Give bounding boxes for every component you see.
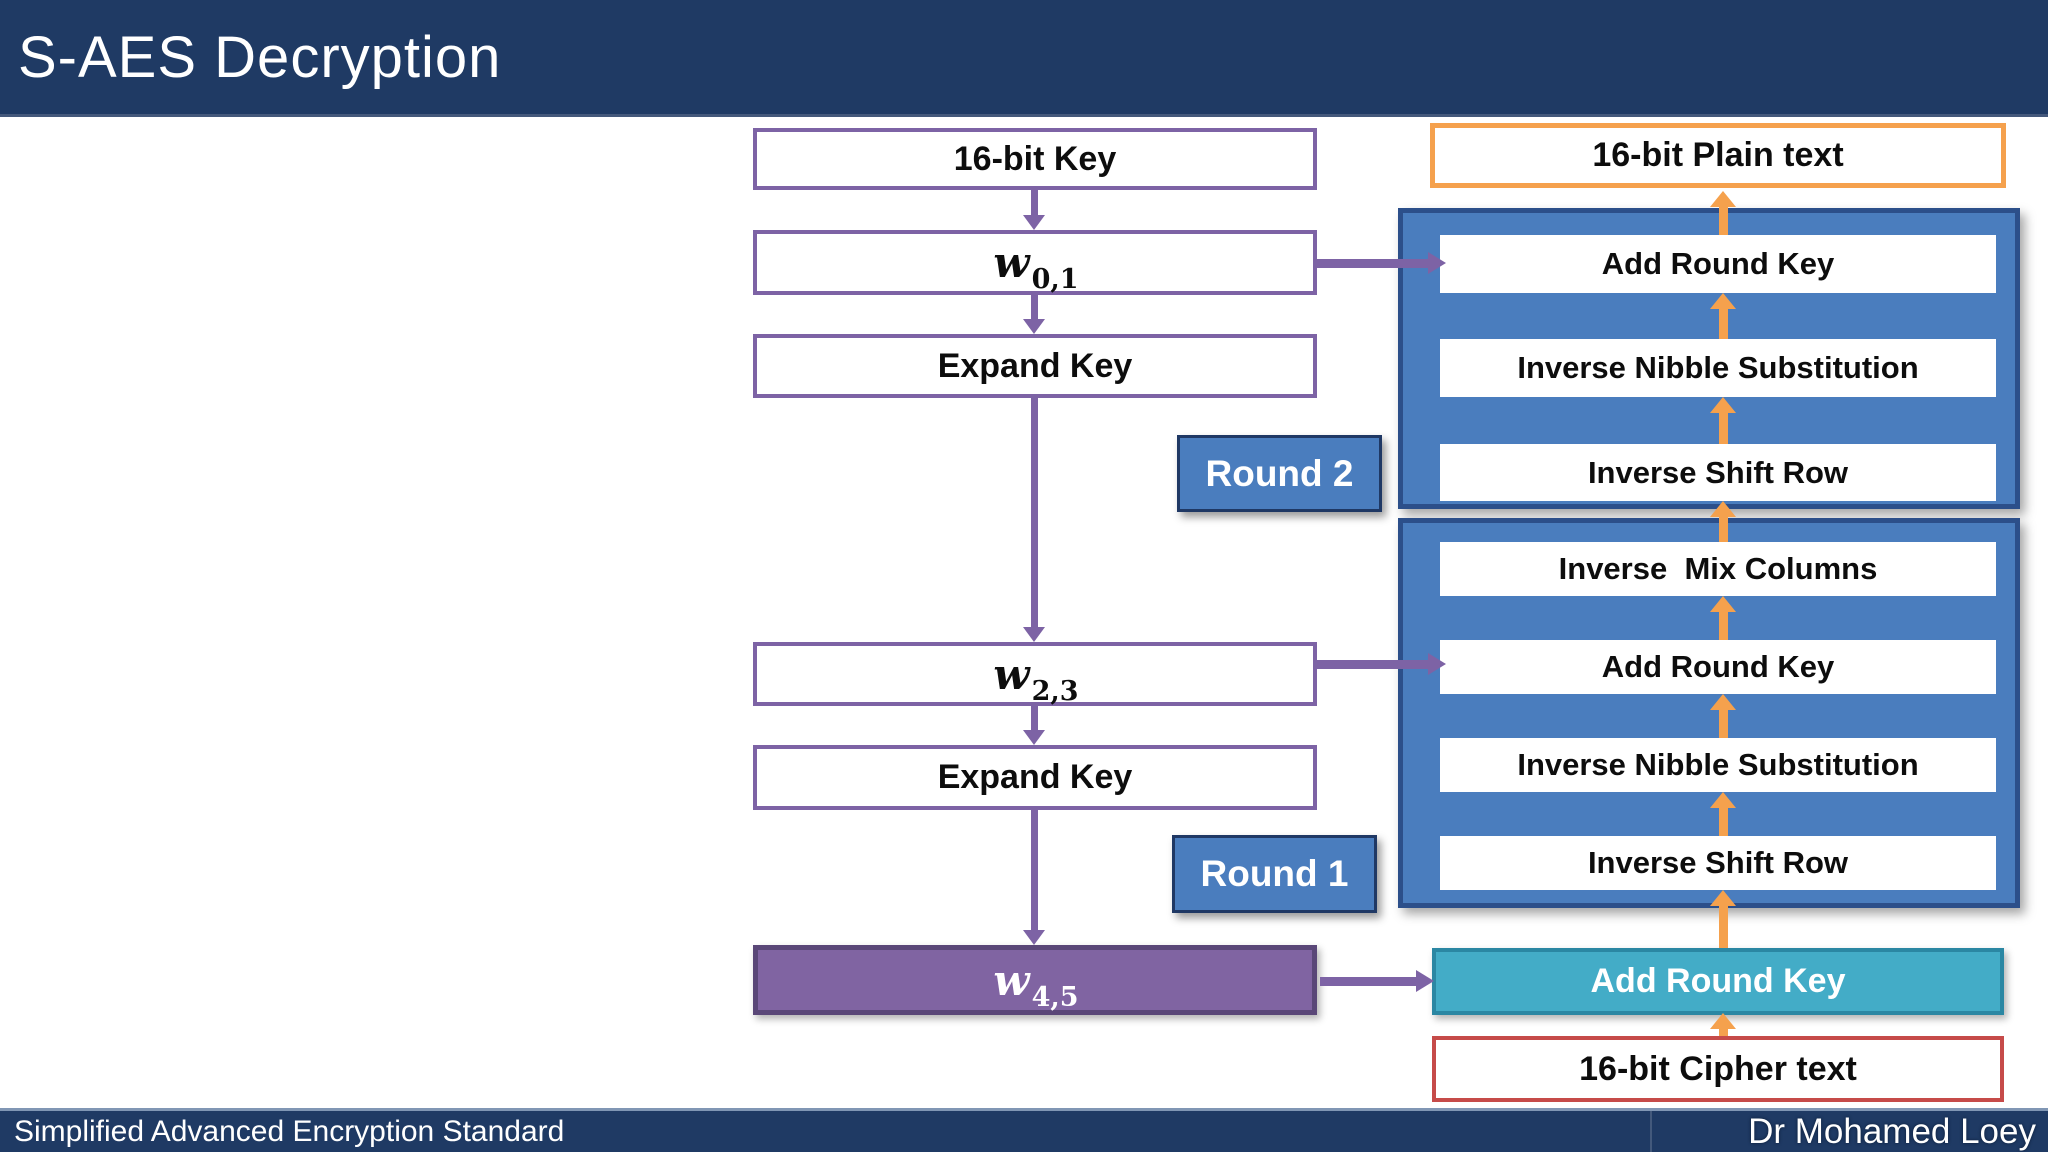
arrow-up-icon xyxy=(1710,596,1736,640)
arrow-up-icon xyxy=(1710,1013,1736,1036)
w23-label: w2,3 xyxy=(993,649,1079,707)
footer-left-text: Simplified Advanced Encryption Standard xyxy=(14,1114,565,1148)
w45-label: w4,5 xyxy=(993,955,1079,1013)
expand-key-1-box: Expand Key xyxy=(753,334,1317,398)
round2-label: Round 2 xyxy=(1177,435,1382,512)
plain-text-label: 16-bit Plain text xyxy=(1592,136,1844,174)
expand-key-1-label: Expand Key xyxy=(937,346,1133,385)
arrow-up-icon xyxy=(1710,792,1736,836)
w45-box: w4,5 xyxy=(753,945,1317,1015)
cipher-text-box: 16-bit Cipher text xyxy=(1432,1036,2004,1102)
plain-text-box: 16-bit Plain text xyxy=(1430,123,2006,188)
arrow-down-icon xyxy=(1023,190,1045,230)
round1-group: Inverse Mix Columns Add Round Key Invers… xyxy=(1398,518,2020,908)
key-input-label: 16-bit Key xyxy=(953,139,1117,178)
round1-label: Round 1 xyxy=(1172,835,1377,913)
arrow-up-icon xyxy=(1710,501,1736,542)
arrow-up-icon xyxy=(1710,191,1736,235)
arrow-up-icon xyxy=(1710,293,1736,339)
round2-step-add-round-key: Add Round Key xyxy=(1440,235,1996,293)
round1-step-inverse-nibble-substitution: Inverse Nibble Substitution xyxy=(1440,738,1996,792)
arrow-up-icon xyxy=(1710,694,1736,738)
round1-step-inverse-shift-row: Inverse Shift Row xyxy=(1440,836,1996,890)
arrow-down-icon xyxy=(1023,398,1045,642)
page-title: S-AES Decryption xyxy=(18,24,502,90)
key-input-box: 16-bit Key xyxy=(753,128,1317,190)
footer-author-text: Dr Mohamed Loey xyxy=(1748,1111,2036,1151)
final-add-round-key-box: Add Round Key xyxy=(1432,948,2004,1015)
round1-step-inverse-mix-columns: Inverse Mix Columns xyxy=(1440,542,1996,596)
final-add-round-key-label: Add Round Key xyxy=(1590,962,1846,1000)
footer-divider xyxy=(1650,1111,1652,1152)
round2-step-inverse-shift-row: Inverse Shift Row xyxy=(1440,444,1996,501)
round2-group: Add Round Key Inverse Nibble Substitutio… xyxy=(1398,208,2020,509)
arrow-up-icon xyxy=(1710,890,1736,948)
arrow-right-icon xyxy=(1317,252,1446,274)
arrow-down-icon xyxy=(1023,810,1045,945)
title-bar: S-AES Decryption xyxy=(0,0,2048,117)
arrow-down-icon xyxy=(1023,706,1045,745)
footer-bar: Simplified Advanced Encryption Standard … xyxy=(0,1108,2048,1152)
expand-key-2-box: Expand Key xyxy=(753,745,1317,810)
arrow-up-icon xyxy=(1710,397,1736,444)
w23-box: w2,3 xyxy=(753,642,1317,707)
cipher-text-label: 16-bit Cipher text xyxy=(1579,1049,1857,1088)
arrow-right-icon xyxy=(1320,970,1434,992)
arrow-down-icon xyxy=(1023,295,1045,334)
arrow-right-icon xyxy=(1317,653,1446,675)
w01-label: w0,1 xyxy=(993,238,1079,295)
w01-box: w0,1 xyxy=(753,230,1317,295)
round2-step-inverse-nibble-substitution: Inverse Nibble Substitution xyxy=(1440,339,1996,397)
round1-step-add-round-key: Add Round Key xyxy=(1440,640,1996,694)
expand-key-2-label: Expand Key xyxy=(937,758,1133,796)
